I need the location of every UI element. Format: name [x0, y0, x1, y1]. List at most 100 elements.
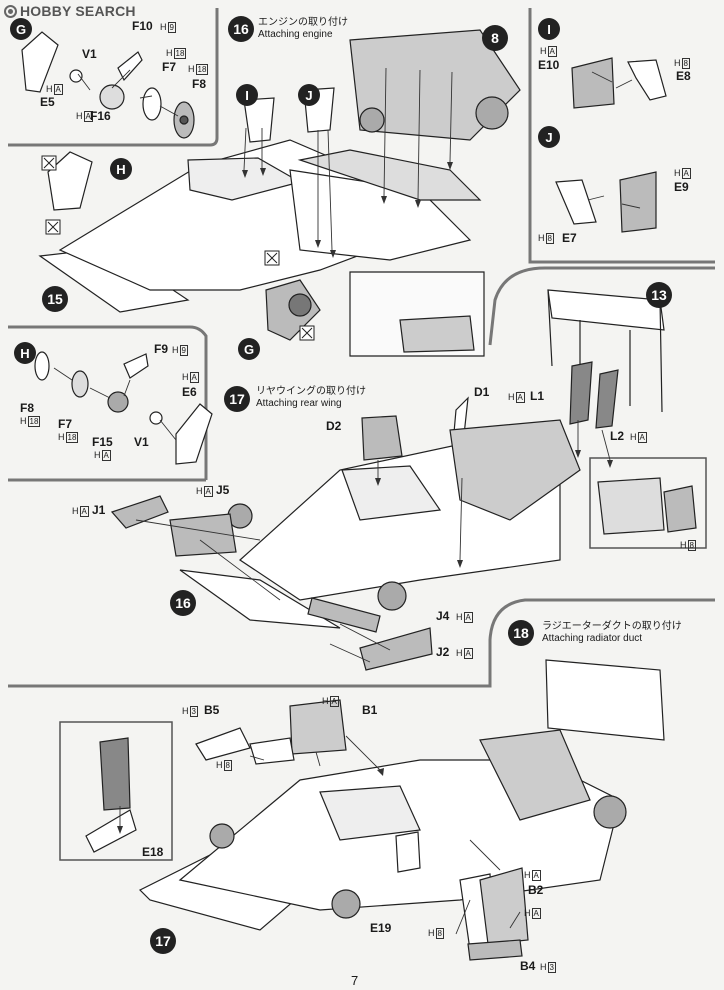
runner-code: 3: [189, 706, 198, 717]
step-18-title: ラジエーターダクトの取り付け Attaching radiator duct: [542, 621, 682, 645]
part-e19: E19: [370, 921, 392, 935]
ref-step-15: 15: [42, 286, 68, 312]
step-18-badge: 18: [508, 620, 534, 646]
runner-code: A: [83, 111, 93, 122]
runner-code: A: [531, 870, 541, 881]
runner-code: A: [547, 46, 557, 57]
step-18-title-en: Attaching radiator duct: [542, 633, 643, 644]
runner-letter: H: [172, 345, 179, 355]
part-f7-top: F7: [162, 60, 177, 74]
runner-letter: H: [540, 46, 547, 56]
runner-letter: H: [508, 392, 515, 402]
step-16-title: エンジンの取り付け Attaching engine: [258, 17, 348, 41]
runner-letter: H: [160, 22, 167, 32]
runner-code: 8: [681, 58, 690, 69]
part-f16: F16: [90, 109, 111, 123]
part-j1: J1: [92, 503, 106, 517]
runner-code: 9: [179, 345, 188, 356]
part-e18: E18: [142, 845, 164, 859]
ref-step-17-wing: 17: [150, 928, 176, 954]
watermark-text: HOBBY SEARCH: [20, 3, 136, 19]
part-f8-box: F8: [20, 401, 35, 415]
runner-code: 8: [545, 233, 554, 244]
page-number: 7: [351, 973, 359, 988]
runner-letter: H: [322, 696, 329, 706]
runner-code: A: [203, 486, 213, 497]
subassembly-g-top: G: [10, 18, 32, 40]
runner-code: A: [329, 696, 339, 707]
runner-letter: H: [428, 928, 435, 938]
runner-letter: H: [540, 962, 547, 972]
step-18-title-jp: ラジエーターダクトの取り付け: [542, 621, 682, 632]
subassembly-j-car: J: [298, 84, 320, 106]
runner-letter: H: [538, 233, 545, 243]
part-l1: L1: [530, 389, 545, 403]
runner-letter: H: [456, 648, 463, 658]
ref-step-8: 8: [482, 25, 508, 51]
runner-letter: H: [166, 48, 173, 58]
ref-step-13: 13: [646, 282, 672, 308]
part-b1: B1: [362, 703, 378, 717]
step-17-title-en: Attaching rear wing: [256, 398, 342, 409]
runner-code: 18: [27, 416, 41, 427]
runner-letter: H: [674, 58, 681, 68]
subassembly-g-car: G: [238, 338, 260, 360]
runner-letter: H: [20, 416, 27, 426]
part-j2: J2: [436, 645, 450, 659]
subassembly-j-box: J: [538, 126, 560, 148]
runner-code: 3: [547, 962, 556, 973]
runner-code: 18: [173, 48, 187, 59]
runner-code: A: [101, 450, 111, 461]
part-d1: D1: [474, 385, 490, 399]
runner-letter: H: [680, 540, 687, 550]
subassembly-i-box: I: [538, 18, 560, 40]
runner-code: 9: [167, 22, 176, 33]
runner-code: A: [637, 432, 647, 443]
runner-code: A: [463, 612, 473, 623]
step-17-title-jp: リヤウイングの取り付け: [256, 386, 366, 397]
runner-letter: H: [630, 432, 637, 442]
step-16-title-jp: エンジンの取り付け: [258, 17, 348, 28]
part-j5: J5: [216, 483, 230, 497]
runner-code: A: [515, 392, 525, 403]
part-e9: E9: [674, 180, 689, 194]
runner-letter: H: [72, 506, 79, 516]
runner-letter: H: [182, 372, 189, 382]
part-v1-box: V1: [134, 435, 149, 449]
part-f10: F10: [132, 19, 153, 33]
runner-letter: H: [524, 870, 531, 880]
subassembly-i-car: I: [236, 84, 258, 106]
part-b4: B4: [520, 959, 536, 973]
part-e6: E6: [182, 385, 197, 399]
subassembly-h-car: H: [110, 158, 132, 180]
runner-letter: H: [524, 908, 531, 918]
part-f7-box: F7: [58, 417, 73, 431]
step-16-title-en: Attaching engine: [258, 29, 333, 40]
part-j4: J4: [436, 609, 450, 623]
runner-letter: H: [58, 432, 65, 442]
part-d2: D2: [326, 419, 342, 433]
watermark: HOBBY SEARCH: [4, 3, 136, 19]
runner-code: 8: [687, 540, 696, 551]
step-17-badge: 17: [224, 386, 250, 412]
step-16-badge: 16: [228, 16, 254, 42]
part-e10: E10: [538, 58, 560, 72]
